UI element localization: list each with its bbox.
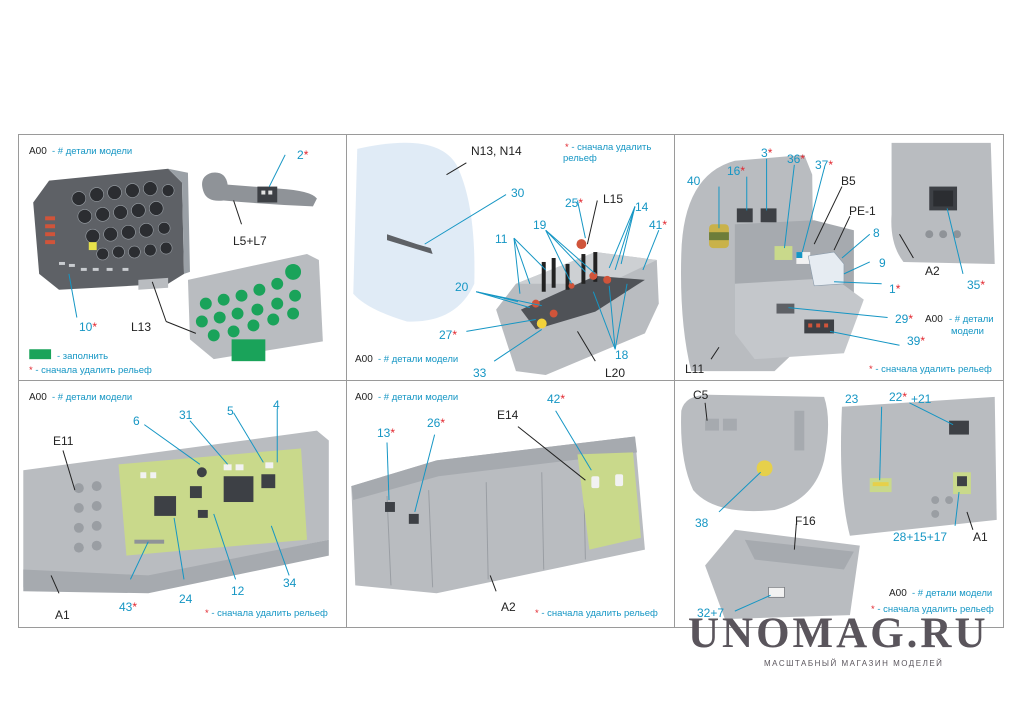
panel-detail-insets: C5 23 22* +21 38 F16 28+15+17 A1 A00 - #… (674, 380, 1004, 628)
callout-plus-21: +21 (911, 392, 932, 406)
callout-22: 22* (889, 390, 908, 404)
label-l11: L11 (685, 362, 705, 376)
relief-note-top-line2: рельеф (563, 153, 597, 164)
callout-35: 35* (967, 278, 986, 292)
model-parts-code-p6: A00 (889, 588, 907, 599)
callout-20: 20 (455, 280, 469, 294)
callout-5: 5 (227, 404, 234, 418)
callout-39: 39* (907, 334, 926, 348)
model-parts-code-p3: A00 (925, 314, 943, 325)
brand-tagline: МАСШТАБНЫЙ МАГАЗИН МОДЕЛЕЙ (764, 659, 944, 668)
throttle-quadrant-illustration (353, 142, 660, 376)
fuselage-wall-right-illustration (351, 410, 645, 594)
callout-16: 16* (727, 164, 746, 178)
callout-23: 23 (845, 392, 859, 406)
callout-11: 11 (495, 232, 508, 246)
label-a1-p6: A1 (973, 530, 988, 544)
label-b5: B5 (841, 174, 856, 188)
model-parts-note-p6: - # детали модели (912, 588, 993, 599)
label-a2: A2 (925, 264, 940, 278)
model-parts-note: - # детали модели (52, 146, 133, 157)
callout-26: 26* (427, 416, 446, 430)
callout-6: 6 (133, 414, 140, 428)
label-e11: E11 (53, 434, 74, 448)
callout-42: 42* (547, 392, 566, 406)
model-parts-note-p3: - # детали (949, 314, 994, 325)
model-parts-code-p2: A00 (355, 354, 373, 365)
label-l20: L20 (605, 366, 626, 380)
callout-30: 30 (511, 186, 525, 200)
label-n13-n14: N13, N14 (471, 144, 522, 158)
callout-2: 2* (297, 148, 309, 162)
callout-33: 33 (473, 366, 487, 380)
callout-36: 36* (787, 152, 806, 166)
callout-1: 1* (889, 282, 901, 296)
brand-name: UNOMAG.RU (688, 610, 989, 657)
panel-fuselage-wall: A00 - # детали модели E11 6 31 5 4 43* 2… (18, 380, 348, 628)
callout-24: 24 (179, 592, 193, 606)
panel-throttle-quadrant: N13, N14 * - сначала удалить рельеф 30 2… (346, 134, 676, 382)
label-a1: A1 (55, 608, 70, 622)
fill-note: - заполнить (57, 351, 109, 362)
callout-9: 9 (879, 256, 886, 270)
label-pe-1: PE-1 (849, 204, 876, 218)
instrument-panel-illustration (29, 154, 323, 362)
label-l15: L15 (603, 192, 624, 206)
callout-19: 19 (533, 218, 547, 232)
model-parts-code-p5: A00 (355, 392, 373, 403)
callout-41: 41* (649, 218, 668, 232)
callout-12: 12 (231, 584, 245, 598)
panel-fuselage-wall-right: A00 - # детали модели 13* 26* E14 42* A2… (346, 380, 676, 628)
label-e14: E14 (497, 408, 519, 422)
relief-note-p6: * - сначала удалить рельеф (871, 604, 994, 615)
relief-note-p5: * - сначала удалить рельеф (535, 608, 658, 619)
callout-37: 37* (815, 158, 834, 172)
callout-32-7: 32+7 (697, 606, 725, 620)
detail-insets-illustration (681, 394, 997, 620)
label-l5-l7: L5+L7 (233, 234, 267, 248)
callout-29: 29* (895, 312, 914, 326)
callout-25: 25* (565, 196, 584, 210)
model-parts-note-p2: - # детали модели (378, 354, 459, 365)
model-parts-note-p4: - # детали модели (52, 392, 133, 403)
callout-38: 38 (695, 516, 709, 530)
callout-27: 27* (439, 328, 458, 342)
fuselage-wall-illustration (23, 408, 329, 594)
label-f16: F16 (795, 514, 816, 528)
relief-note-p3: * - сначала удалить рельеф (869, 364, 992, 375)
model-parts-note-p5: - # детали модели (378, 392, 459, 403)
model-parts-code: A00 (29, 146, 47, 157)
callout-3: 3* (761, 146, 773, 160)
callout-40: 40 (687, 174, 701, 188)
callout-43: 43* (119, 600, 138, 614)
callout-28-15-17: 28+15+17 (893, 530, 948, 544)
callout-4: 4 (273, 398, 280, 412)
panel-side-console: 40 16* 3* 36* 37* B5 PE-1 8 9 1* A2 35* … (674, 134, 1004, 382)
callout-8: 8 (873, 226, 880, 240)
label-c5: C5 (693, 388, 709, 402)
relief-note-top: * - сначала удалить (565, 142, 652, 153)
panel-instrument-dashboard: A00 - # детали модели 2* L5+L7 L13 10* -… (18, 134, 348, 382)
callout-14: 14 (635, 200, 649, 214)
callout-13: 13* (377, 426, 396, 440)
callout-10: 10* (79, 320, 98, 334)
model-parts-code-p4: A00 (29, 392, 47, 403)
relief-note-p4: * - сначала удалить рельеф (205, 608, 328, 619)
relief-note: * - сначала удалить рельеф (29, 365, 152, 376)
brand-watermark: UNOMAG.RU МАСШТАБНЫЙ МАГАЗИН МОДЕЛЕЙ (688, 612, 988, 674)
model-parts-note-p3-line2: модели (951, 326, 984, 337)
label-l13: L13 (131, 320, 152, 334)
label-a2-p5: A2 (501, 600, 516, 614)
callout-18: 18 (615, 348, 629, 362)
side-console-illustration (680, 140, 999, 372)
callout-31: 31 (179, 408, 193, 422)
callout-34: 34 (283, 576, 297, 590)
